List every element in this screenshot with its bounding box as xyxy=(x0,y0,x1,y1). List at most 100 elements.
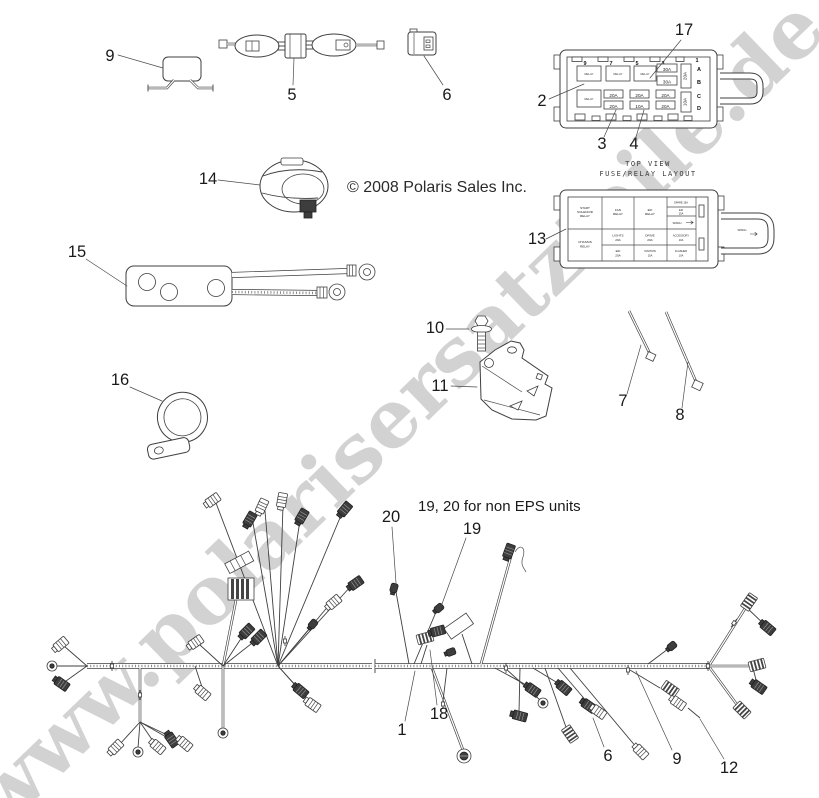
cell-label: 20A xyxy=(647,238,653,242)
cell-label: FLASHER xyxy=(675,249,687,253)
fusebox-caption-line1: TOP VIEW xyxy=(625,160,671,168)
slot-label: D xyxy=(697,106,701,112)
connector-icon xyxy=(664,640,679,654)
connector-icon xyxy=(192,682,212,702)
callout-17: 17 xyxy=(649,21,693,79)
part-7-cable-tie xyxy=(627,310,657,362)
cell-label: RELAY xyxy=(580,245,590,249)
connector-icon xyxy=(443,646,457,659)
cell-label: EFI xyxy=(679,208,683,212)
harness-left xyxy=(46,491,372,758)
connector-icon xyxy=(323,593,343,613)
callout-13: 13 xyxy=(528,228,567,248)
callout-20: 20 xyxy=(382,508,400,584)
svg-text:16: 16 xyxy=(111,371,129,389)
connector-icon xyxy=(174,733,194,753)
slot-label: C xyxy=(697,94,701,100)
svg-text:13: 13 xyxy=(528,230,546,248)
part-11-bracket xyxy=(479,340,553,421)
connector-icon xyxy=(739,592,759,612)
callout-12: 12 xyxy=(699,718,738,777)
cell-label: WINCH xyxy=(673,221,682,225)
non-eps-note: 19, 20 for non EPS units xyxy=(418,498,581,515)
cell-label: LIGHTS xyxy=(612,234,623,238)
connector-icon xyxy=(660,679,681,699)
svg-text:2: 2 xyxy=(537,92,546,110)
connector-icon xyxy=(301,695,322,714)
svg-text:12: 12 xyxy=(720,759,738,777)
cell-label: RELAY xyxy=(645,212,655,216)
cell-label: 10A xyxy=(679,238,684,242)
fuse-label: 20A xyxy=(609,93,618,98)
svg-text:19: 19 xyxy=(463,520,481,538)
cell-label: CHASSIS xyxy=(578,240,592,244)
connector-icon xyxy=(388,582,399,596)
slot-label: B xyxy=(697,80,701,86)
callout-16: 16 xyxy=(111,371,163,402)
winch-handle-label: WINCH xyxy=(738,228,747,232)
fusebox-top: 9 7 5 3 1 RELAY RELAY RELAY RELAY 30A 30… xyxy=(553,49,764,129)
callout-4: 4 xyxy=(629,109,645,153)
connector-icon xyxy=(560,724,580,744)
cell-label: SOLENOID xyxy=(577,210,594,214)
connector-icon xyxy=(50,635,70,655)
fuse-label: 20A xyxy=(661,93,670,98)
fuse-label: 10A xyxy=(683,97,688,106)
connector-icon xyxy=(431,602,446,616)
svg-text:18: 18 xyxy=(430,705,448,723)
relay-label: RELAY xyxy=(614,72,623,76)
connector-icon xyxy=(508,708,529,723)
svg-text:7: 7 xyxy=(618,392,627,410)
cell-label: 15A xyxy=(648,254,653,258)
relay-label: RELAY xyxy=(641,72,650,76)
callout-6-top: 6 xyxy=(423,55,452,104)
svg-text:20: 20 xyxy=(382,508,400,526)
cell-label: IGNITION xyxy=(644,249,656,253)
fuse-label: 30A xyxy=(663,67,672,72)
cell-label: 10A xyxy=(679,254,684,258)
svg-text:15: 15 xyxy=(68,243,86,261)
part-12-inline-connector xyxy=(660,679,688,712)
fusebox-caption-line2: FUSE/RELAY LAYOUT xyxy=(599,170,696,178)
svg-text:4: 4 xyxy=(629,135,638,153)
relay-label: RELAY xyxy=(585,72,594,76)
callout-15: 15 xyxy=(68,243,128,287)
callout-3: 3 xyxy=(597,109,617,153)
connector-icon xyxy=(132,746,144,758)
svg-text:6: 6 xyxy=(603,747,612,765)
svg-text:3: 3 xyxy=(597,135,606,153)
part-10-bolt xyxy=(471,315,492,352)
part-16-clamp xyxy=(146,391,208,460)
cell-label: ACCESSORY xyxy=(673,234,690,238)
pin-label: 1 xyxy=(695,58,698,64)
svg-text:8: 8 xyxy=(675,406,684,424)
fuse-label: 30A xyxy=(663,79,672,84)
harness-flag xyxy=(443,612,475,640)
svg-text:5: 5 xyxy=(287,86,296,104)
callout-9: 9 xyxy=(105,47,164,69)
callout-5: 5 xyxy=(287,57,297,104)
part-9-bracket xyxy=(147,56,214,92)
relay-label: RELAY xyxy=(585,97,594,101)
cell-label: FAN xyxy=(615,208,621,212)
clip-icon xyxy=(705,660,711,672)
copyright-text: © 2008 Polaris Sales Inc. xyxy=(347,179,527,196)
part-8-cable-tie xyxy=(664,311,704,392)
callout-14: 14 xyxy=(199,170,261,188)
callout-9-bottom: 9 xyxy=(635,670,682,768)
pin-label: 7 xyxy=(609,61,612,67)
svg-text:14: 14 xyxy=(199,170,217,188)
part-14-connector xyxy=(259,157,329,219)
part-5-fuse-link xyxy=(218,33,385,59)
fuse-label: 20A xyxy=(609,104,618,109)
svg-text:17: 17 xyxy=(675,21,693,39)
cell-label: EFI xyxy=(648,208,653,212)
fuse-label: 20A xyxy=(683,71,688,80)
callout-19: 19 xyxy=(441,520,481,605)
svg-text:6: 6 xyxy=(442,86,451,104)
callout-6-bottom: 6 xyxy=(592,717,613,765)
connector-icon xyxy=(46,660,58,672)
harness-right xyxy=(374,542,777,764)
pin-label: 5 xyxy=(635,61,638,67)
